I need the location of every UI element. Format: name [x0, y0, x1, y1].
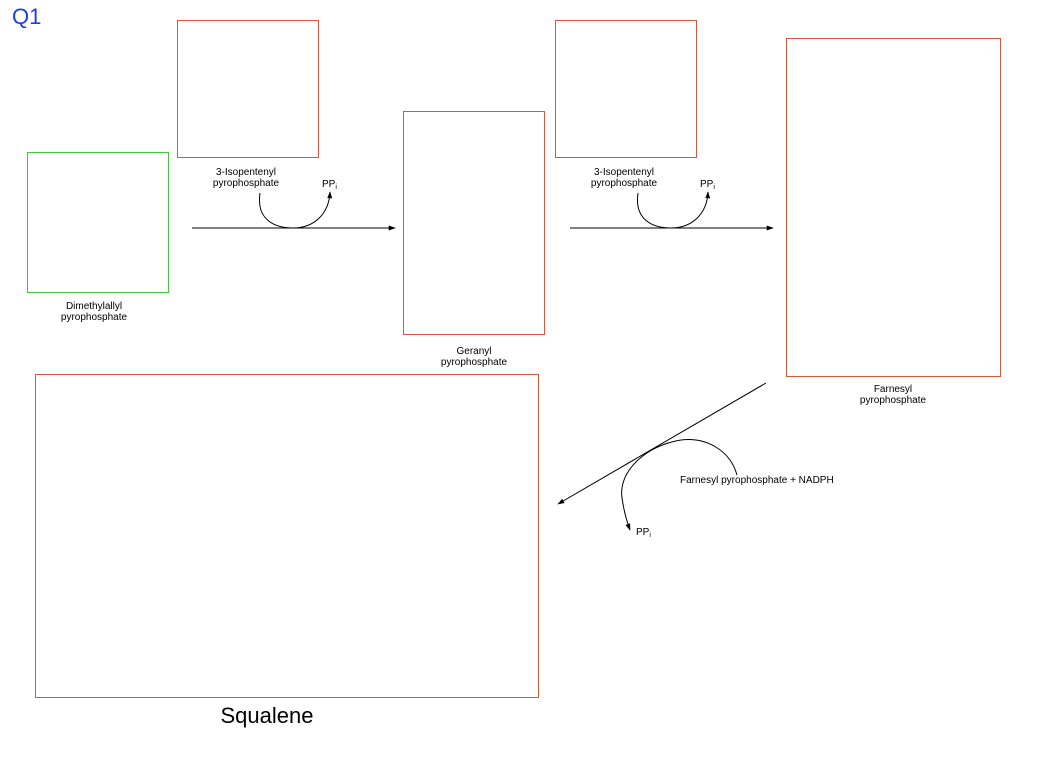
isopentenyl-pyrophosphate-label-2: 3-Isopentenyl pyrophosphate — [590, 167, 658, 189]
squalene-box[interactable] — [35, 374, 539, 698]
dimethylallyl-pyrophosphate-box[interactable] — [27, 152, 169, 293]
curved-arrow-3 — [621, 439, 738, 531]
reaction-arrow-3 — [557, 382, 767, 505]
question-label: Q1 — [12, 4, 42, 29]
curved-arrow-1 — [258, 191, 333, 229]
isopentenyl-pyrophosphate-label-1: 3-Isopentenyl pyrophosphate — [212, 167, 280, 189]
pyrophosphate-byproduct-2: PPi — [700, 179, 715, 193]
pyrophosphate-subscript: i — [713, 184, 715, 191]
curved-arrow-2 — [636, 191, 711, 229]
squalene-label: Squalene — [220, 703, 314, 728]
isopentenyl-pyrophosphate-box-2[interactable] — [555, 20, 697, 158]
geranyl-pyrophosphate-box[interactable] — [403, 111, 545, 335]
pyrophosphate-subscript: i — [649, 532, 651, 539]
farnesyl-pyrophosphate-box[interactable] — [786, 38, 1001, 377]
geranyl-pyrophosphate-label: Geranyl pyrophosphate — [440, 346, 508, 368]
pyrophosphate-subscript: i — [335, 184, 337, 191]
pyrophosphate-base: PP — [700, 179, 714, 190]
pyrophosphate-base: PP — [636, 527, 650, 538]
pyrophosphate-base: PP — [322, 179, 336, 190]
farnesyl-pyrophosphate-label: Farnesyl pyrophosphate — [859, 384, 927, 406]
isopentenyl-pyrophosphate-box-1[interactable] — [177, 20, 319, 158]
pyrophosphate-byproduct-1: PPi — [322, 179, 337, 193]
reagent-label: Farnesyl pyrophosphate + NADPH — [680, 475, 834, 486]
pyrophosphate-byproduct-3: PPi — [636, 527, 651, 541]
dimethylallyl-pyrophosphate-label: Dimethylallyl pyrophosphate — [60, 301, 128, 323]
